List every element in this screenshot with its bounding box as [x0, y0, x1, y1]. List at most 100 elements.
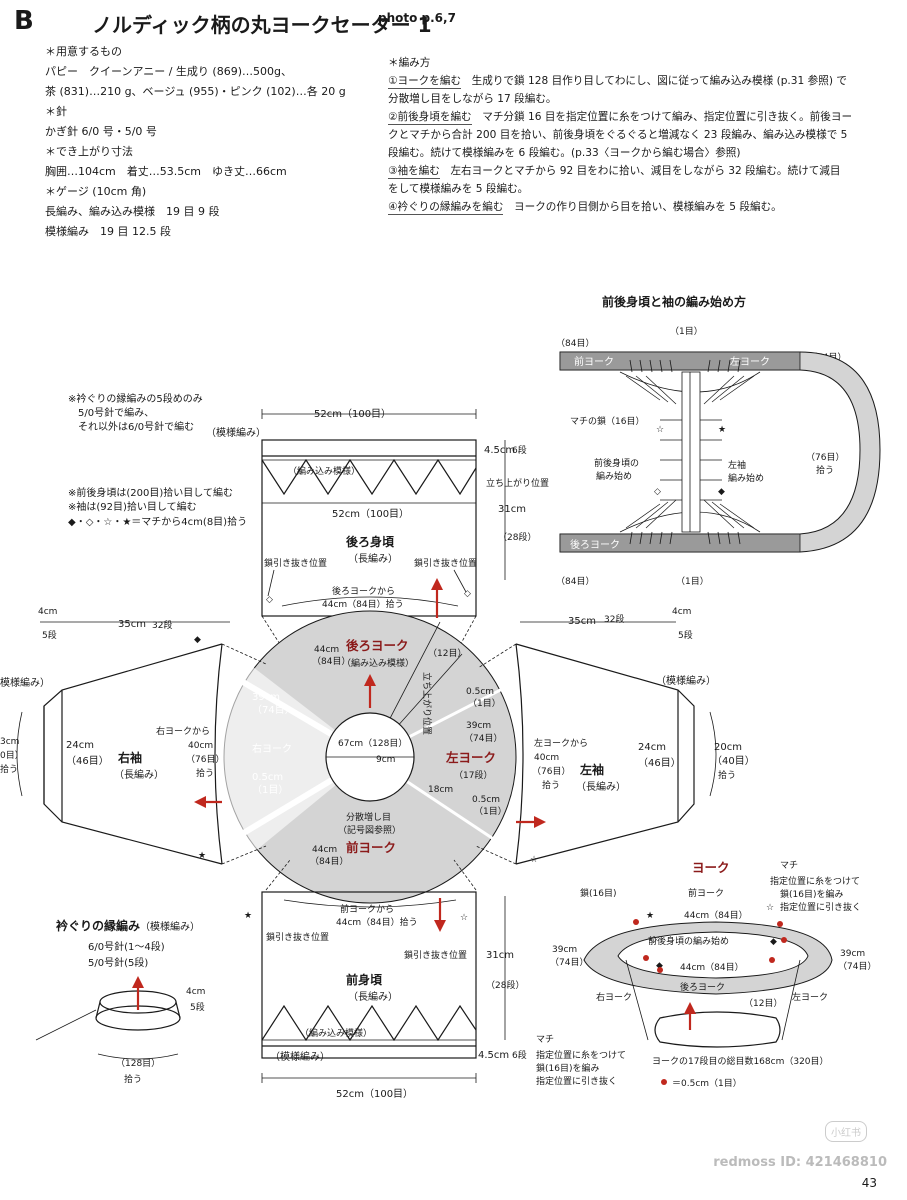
howto-heading: ＊編み方 — [388, 57, 431, 69]
front-width-label: 52cm（100目） — [336, 1088, 413, 1100]
yoke-seventeen: （17段） — [454, 769, 492, 781]
yoke-left-c: 39cm — [466, 721, 491, 731]
ls-pickup-c: （76目） — [532, 766, 570, 777]
yoke3d-left-yoke: 左ヨーク — [792, 991, 828, 1003]
howto-step-text: 生成りで鎖 128 目作り目してわにし、図に従って編み込み模様 (p.31 参照… — [461, 75, 847, 87]
howto-step-cont: をして模様編みを 5 段編む。 — [388, 183, 529, 195]
yoke-back-c: （編み込み模様） — [342, 657, 414, 669]
yoke3d-machi2-note: 指定位置に糸をつけて — [536, 1049, 626, 1061]
yoke3d-machi-note: 鎖(16目)を編み — [780, 888, 843, 900]
howto-step-cont: クとマチから合計 200 目を拾い、前後身頃をぐるぐると増減なく 23 段編み、… — [388, 129, 848, 141]
rs-length-a: 35cm — [118, 619, 146, 630]
half-cm-dot — [769, 957, 775, 963]
yoke-circle: 後ろヨーク 44cm （84目） （編み込み模様） （12目） 立ち上がり位置 … — [204, 610, 517, 904]
yoke3d-right-b: （74目） — [838, 961, 876, 972]
collar-note-line: ※衿ぐりの縁編みの5段めのみ — [68, 392, 203, 405]
back-body-stitch: （長編み） — [348, 552, 398, 565]
start-pick-b: 拾う — [816, 464, 834, 476]
marker-diamond-open: ◇ — [266, 595, 273, 605]
body-note-line: ※袖は(92目)拾い目して編む — [68, 500, 197, 513]
start-sleeve-b: 編み始め — [728, 472, 764, 484]
marker-diamond-filled: ◆ — [194, 635, 201, 645]
start-one-bot: （1目） — [676, 576, 709, 587]
start-body-a: 前後身頃の — [594, 457, 639, 469]
left-sleeve: 35cm 32段 4cm 5段 （模様編み） 左ヨークから 40cm （76目）… — [475, 607, 755, 865]
yoke-ghost-d: （1目） — [252, 784, 288, 796]
yoke3d-start: 前後身頃の編み始め — [648, 935, 729, 947]
rs-stitch: （長編み） — [114, 768, 164, 781]
yoke-twelve: （12目） — [428, 648, 466, 659]
back-width-mid: 52cm（100目） — [332, 508, 409, 520]
half-cm-dot — [781, 937, 787, 943]
yoke3d-machi-note: 指定位置に糸をつけて — [770, 875, 860, 887]
collar-diagram: 衿ぐりの縁編み （模様編み） 6/0号針(1～4段) 5/0号針(5段) 4cm… — [35, 918, 205, 1085]
ls-end-b: （40目） — [712, 755, 755, 767]
marker-diamond-open: ◇ — [464, 589, 471, 599]
start-title: 前後身頃と袖の編み始め方 — [602, 294, 746, 309]
howto-step-4: ④衿ぐりの縁編みを編む ヨークの作り目側から目を拾い、模様編みを 5 段編む。 — [388, 198, 782, 216]
yoke3d-chain: 鎖(16目) — [580, 887, 616, 899]
rs-border: 模様編み） — [0, 676, 50, 689]
start-left-bot: （84目） — [556, 576, 594, 587]
collar-count: （128目） — [116, 1058, 160, 1069]
howto-step-text: 左右ヨークとマチから 92 目をわに拾い、減目をしながら 32 段編む。続けて減… — [439, 165, 841, 177]
ls-pickup-a: 左ヨークから — [534, 737, 588, 749]
page-number: 43 — [861, 1176, 877, 1190]
yoke3d-machi-note: 指定位置に引き抜く — [780, 901, 861, 913]
rs-pickup-c: （76目） — [186, 754, 224, 765]
start-diagram: 前後身頃と袖の編み始め方 （1目） （84目） （74目） 前ヨーク 左ヨーク … — [556, 294, 881, 587]
collar-pick: 拾う — [124, 1073, 142, 1085]
ls-pickup-d: 拾う — [542, 779, 560, 791]
collar-note-line: それ以外は6/0号針で編む — [68, 420, 194, 433]
front-pickup-b: 44cm（84目）拾う — [336, 916, 418, 928]
howto-step-1: ①ヨークを編む 生成りで鎖 128 目作り目してわにし、図に従って編み込み模様 … — [388, 72, 847, 90]
marker-diamond-open: ◇ — [650, 935, 657, 945]
ls-end-c: 拾う — [718, 769, 736, 781]
rs-cuff-a: 4cm — [38, 607, 57, 617]
header-letter: B — [14, 6, 34, 36]
ls-cuff-a: 4cm — [672, 607, 691, 617]
collar-h-b: 5段 — [190, 1001, 205, 1013]
ls-cuff-b: 5段 — [678, 629, 693, 641]
howto-step-lead: ③袖を編む — [388, 165, 440, 179]
back-height-top-b: 6段 — [512, 444, 527, 456]
yoke3d-title: ヨーク — [692, 860, 730, 875]
watermark-logo: 小红书 — [825, 1121, 867, 1142]
ls-end-a: 20cm — [714, 742, 742, 753]
materials-line: ＊用意するもの — [45, 45, 122, 58]
howto-step-2: ②前後身頃を編む マチ分鎖 16 目を指定位置に糸をつけて編み、指定位置に引き抜… — [388, 108, 852, 126]
legend-dot — [661, 1079, 667, 1085]
half-cm-dot — [633, 919, 639, 925]
back-height-top-a: 4.5cm — [484, 445, 515, 456]
collar-h-a: 4cm — [186, 987, 205, 997]
collar-note-line: 5/0号針で編み、 — [68, 406, 154, 419]
yoke-ghost-c: 0.5cm — [252, 772, 283, 783]
front-height-bot-a: 4.5cm — [478, 1050, 509, 1061]
howto-step-lead: ②前後身頃を編む — [388, 111, 472, 125]
yoke-rise: 立ち上がり位置 — [421, 672, 433, 735]
yoke3d-back-len: 44cm（84目） — [680, 962, 744, 973]
collar-title: 衿ぐりの縁編み — [56, 918, 140, 933]
yoke3d-left-a: 39cm — [552, 945, 577, 955]
howto-step-lead: ①ヨークを編む — [388, 75, 462, 89]
materials-line: ＊ゲージ (10cm 角) — [45, 185, 147, 198]
howto-step-cont: 分散増し目をしながら 17 段編む。 — [388, 93, 557, 105]
back-pickup-b: 44cm（84目）拾う — [322, 598, 404, 610]
ls-length-b: 32段 — [604, 613, 624, 625]
yoke3d-machi2-note: 鎖(16目)を編み — [536, 1062, 599, 1074]
collar-needle-a: 6/0号針(1～4段) — [88, 940, 165, 953]
rs-name: 右袖 — [117, 750, 142, 765]
rs-length-b: 32段 — [152, 619, 172, 631]
rs-pickup-b: 40cm — [188, 741, 213, 751]
marker-diamond-filled: ◆ — [656, 961, 663, 971]
yoke-inc-a: 分散増し目 — [346, 811, 391, 823]
yoke-center-b: 9cm — [376, 755, 395, 765]
back-pickup-a: 後ろヨークから — [332, 585, 395, 597]
ls-width-b: （46目） — [638, 757, 681, 769]
ls-name: 左袖 — [579, 762, 604, 777]
yoke-len: 18cm — [428, 785, 453, 795]
howto-step-cont: 段編む。続けて模様編みを 6 段編む。(p.33〈ヨークから編む場合〉参照) — [388, 147, 741, 159]
rs-cuff-b: 5段 — [42, 629, 57, 641]
yoke-left-name: 左ヨーク — [445, 750, 496, 765]
